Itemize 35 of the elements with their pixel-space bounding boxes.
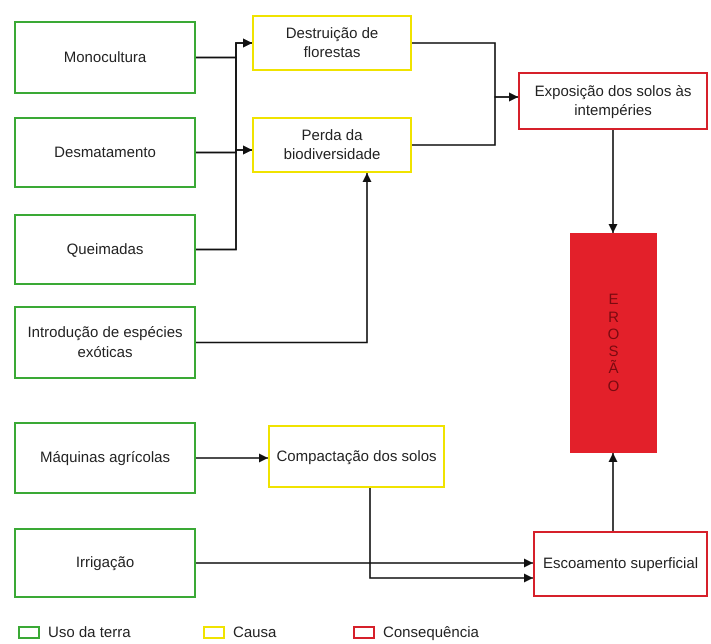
arrow (196, 454, 268, 462)
process-box (14, 528, 196, 598)
node-label: Exposição dos solos às intempéries (534, 82, 692, 120)
node-label: Monocultura (64, 48, 146, 68)
process-box (14, 306, 196, 379)
process-box (533, 531, 708, 597)
process-box (14, 214, 196, 285)
process-box (252, 117, 412, 173)
process-box (14, 117, 196, 188)
node-label: Irrigação (76, 553, 134, 573)
node-label: Destruição de florestas (284, 24, 380, 62)
node-label: Máquinas agrícolas (40, 448, 170, 468)
node-label: Perda da biodiversidade (282, 126, 382, 164)
arrow (412, 92, 518, 146)
arrow (196, 173, 372, 344)
process-box (518, 72, 708, 130)
result-box (570, 233, 657, 453)
arrow (608, 453, 618, 531)
node-label: Introdução de espécies exóticas (26, 323, 184, 362)
node-label: Compactação dos solos (276, 446, 437, 466)
legend-label: Causa (233, 624, 276, 641)
legend-label: Consequência (383, 624, 479, 641)
process-box (268, 425, 445, 488)
process-box (14, 21, 196, 94)
node-label: Desmatamento (54, 142, 156, 162)
arrow (608, 130, 618, 233)
node-label: EROSÃO (606, 291, 620, 395)
arrow (369, 488, 533, 582)
arrow (196, 558, 533, 568)
process-box (14, 422, 196, 494)
legend-label: Uso da terra (48, 624, 131, 641)
arrow (196, 146, 252, 250)
node-label: Queimadas (66, 240, 144, 260)
node-label: Escoamento superficial (542, 554, 698, 574)
process-box (252, 15, 412, 71)
